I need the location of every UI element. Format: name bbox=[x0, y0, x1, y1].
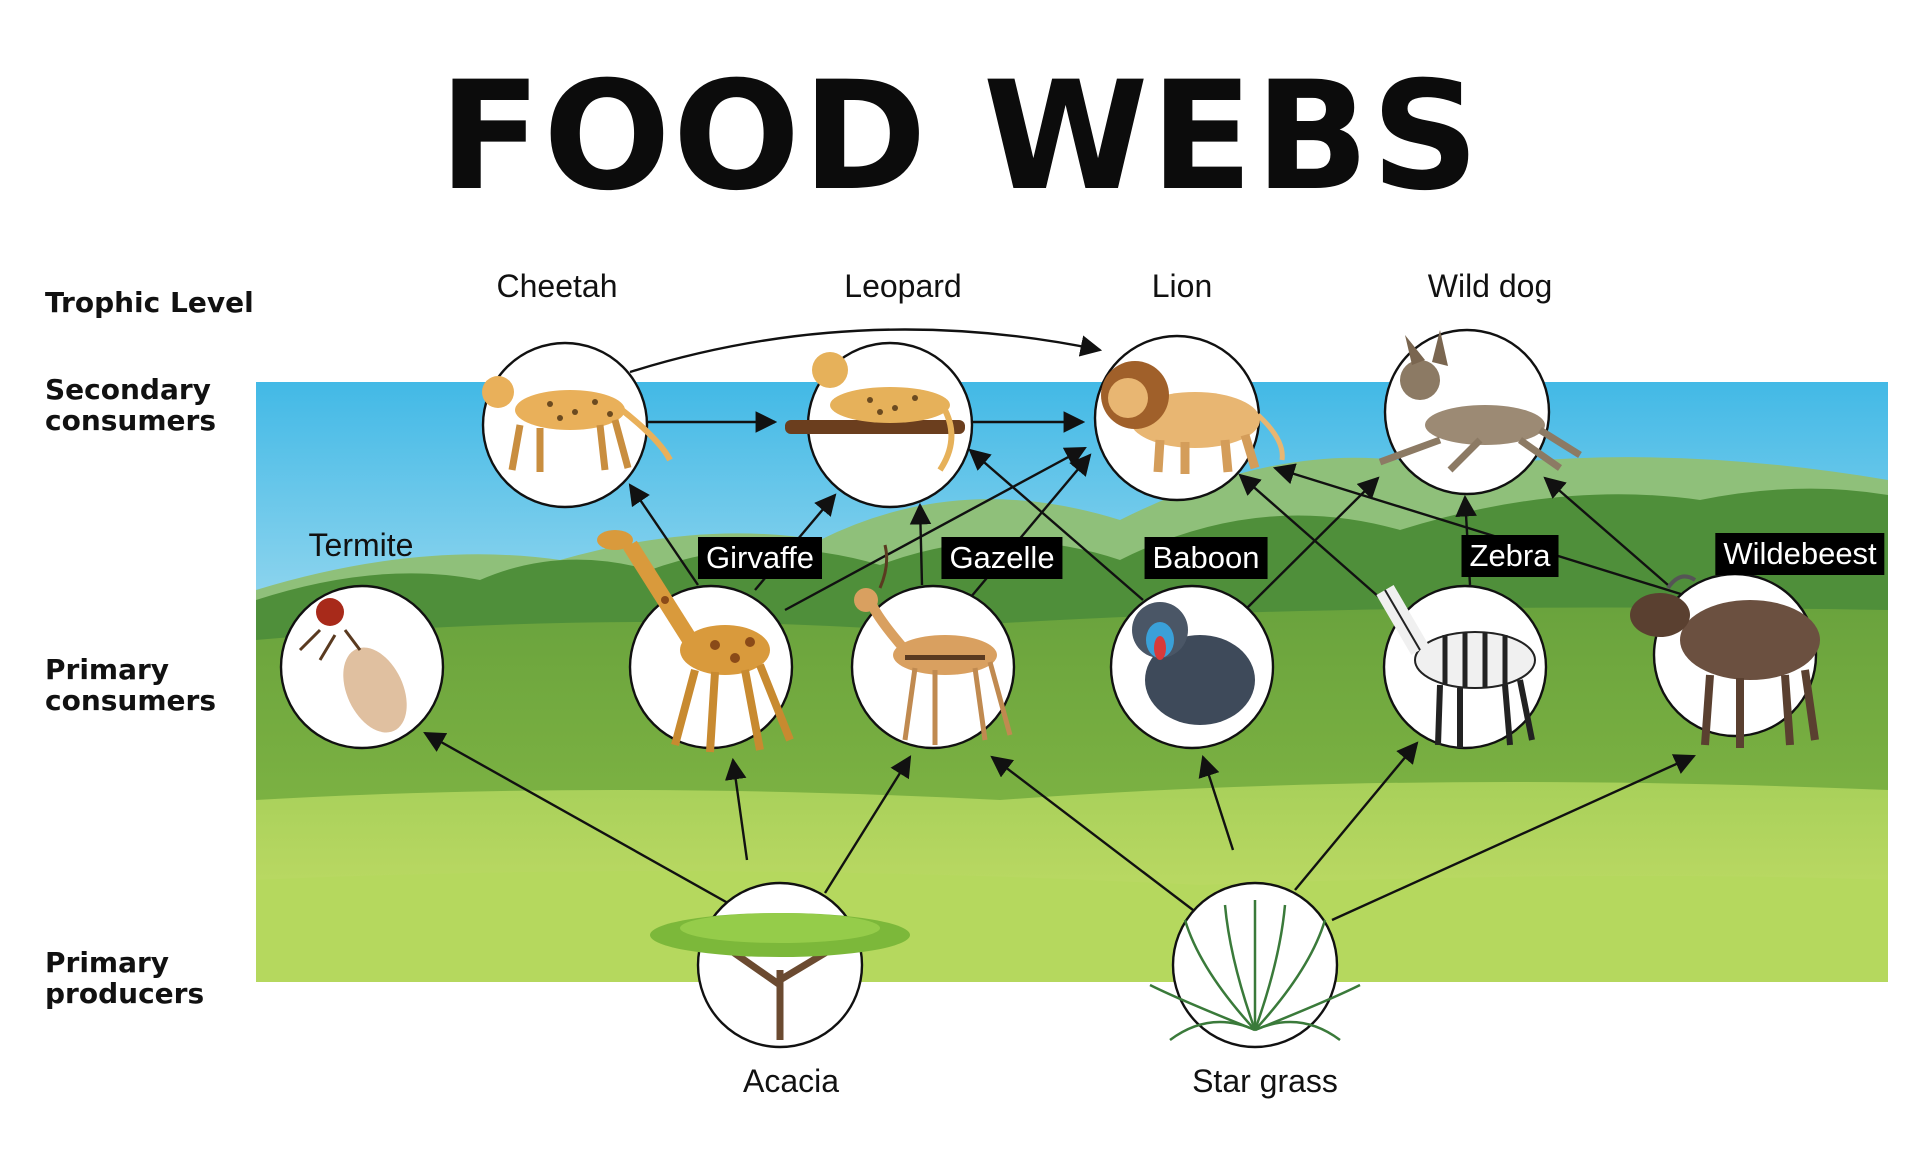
page-title: FOOD WEBS bbox=[438, 50, 1482, 224]
termite-label: Termite bbox=[308, 527, 414, 563]
primary-consumers-label: Primary consumers bbox=[45, 654, 216, 716]
secondary-line-1: Secondary bbox=[45, 373, 211, 406]
termite-illustration bbox=[298, 598, 407, 733]
primary-producers-label: Primary producers bbox=[45, 947, 204, 1009]
leopard-label: Leopard bbox=[844, 268, 962, 304]
lion-label: Lion bbox=[1151, 268, 1213, 304]
star-grass-label: Star grass bbox=[1192, 1063, 1338, 1099]
wild-dog-illustration bbox=[1378, 330, 1582, 473]
producers-line-2: producers bbox=[45, 977, 205, 1010]
gazelle-illustration bbox=[854, 544, 1013, 745]
wildebeest-tag: Wildebeest bbox=[1715, 533, 1885, 575]
cheetah-label: Cheetah bbox=[496, 268, 618, 304]
trophic-level-heading: Trophic Level bbox=[45, 287, 254, 318]
gazelle-tag: Gazelle bbox=[941, 537, 1063, 579]
baboon-illustration bbox=[1132, 602, 1255, 725]
lion-illustration bbox=[1101, 361, 1285, 474]
acacia-label: Acacia bbox=[742, 1063, 840, 1099]
leopard-illustration bbox=[785, 352, 965, 472]
primary-line-1: Primary bbox=[45, 653, 170, 686]
primary-line-2: consumers bbox=[45, 684, 217, 717]
zebra-tag: Zebra bbox=[1461, 535, 1559, 577]
secondary-consumers-label: Secondary consumers bbox=[45, 374, 216, 436]
cheetah-illustration bbox=[482, 376, 673, 472]
zebra-illustration bbox=[1376, 584, 1536, 748]
acacia-illustration bbox=[650, 913, 910, 1040]
producers-line-1: Primary bbox=[45, 946, 170, 979]
wildebeest-illustration bbox=[1630, 574, 1820, 748]
trophic-level-label: Trophic Level bbox=[45, 286, 254, 319]
secondary-line-2: consumers bbox=[45, 404, 217, 437]
star-grass-illustration bbox=[1149, 900, 1361, 1042]
baboon-tag: Baboon bbox=[1144, 537, 1268, 579]
giraffe-illustration bbox=[597, 530, 794, 753]
wild-dog-label: Wild dog bbox=[1427, 268, 1553, 304]
giraffe-tag: Girvaffe bbox=[698, 537, 822, 579]
